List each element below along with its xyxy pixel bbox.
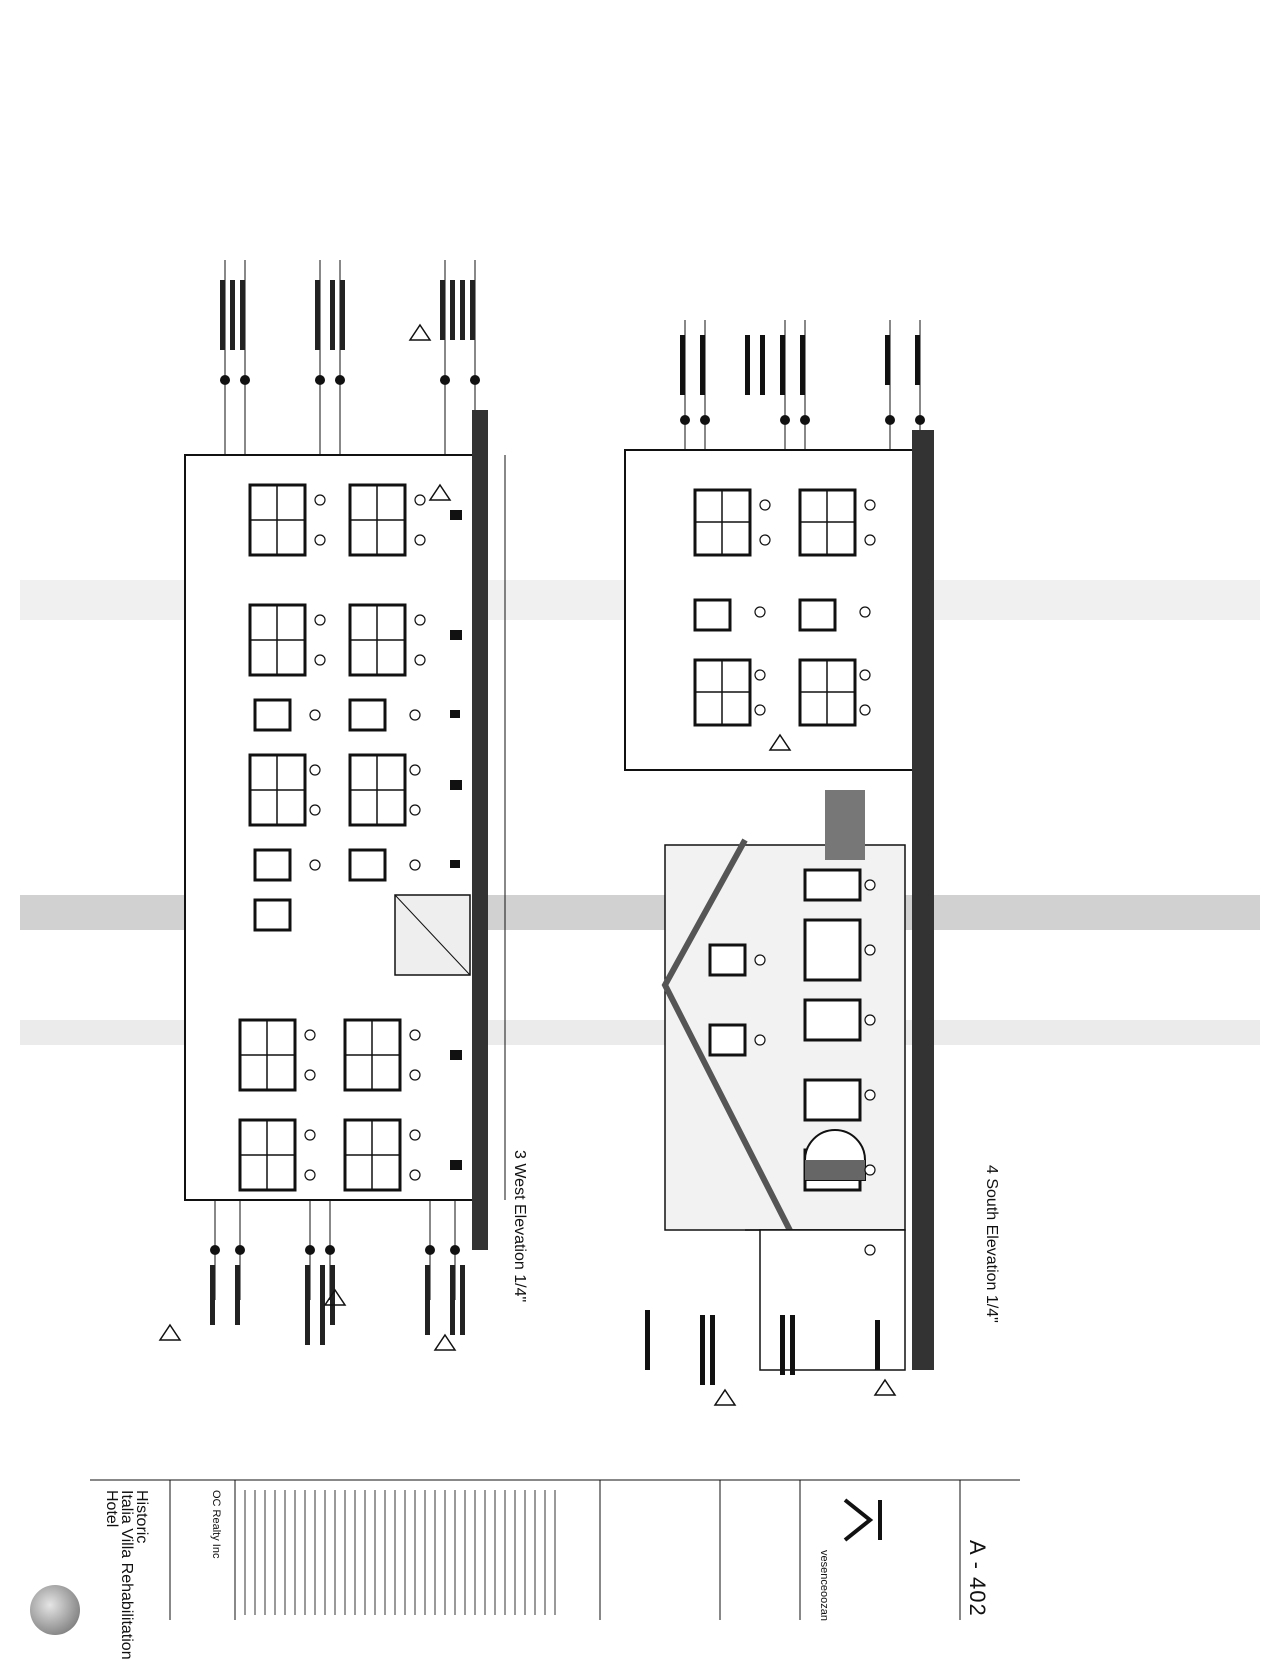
- sheet-number: A - 402: [965, 1540, 990, 1617]
- seal-stamp: [30, 1585, 80, 1635]
- title-block: [90, 1479, 1020, 1620]
- south-elevation-number: 4: [983, 1165, 1000, 1174]
- west-elevation: [158, 260, 506, 1351]
- west-elevation-number: 3: [511, 1150, 528, 1159]
- owner-name: OC Realty Inc: [210, 1490, 222, 1559]
- south-elevation: [624, 320, 934, 1406]
- south-elevation-title: 4 South Elevation 1/4": [982, 1165, 1000, 1323]
- south-elevation-scale: 1/4": [983, 1294, 1000, 1323]
- south-elevation-name: South Elevation: [983, 1178, 1000, 1291]
- west-elevation-scale: 1/4": [511, 1274, 528, 1303]
- firm-name: vesenceoozan: [818, 1550, 830, 1621]
- project-name-line3: Hotel: [103, 1490, 120, 1528]
- west-elevation-name: West Elevation: [511, 1163, 528, 1270]
- west-elevation-title: 3 West Elevation 1/4": [510, 1150, 528, 1302]
